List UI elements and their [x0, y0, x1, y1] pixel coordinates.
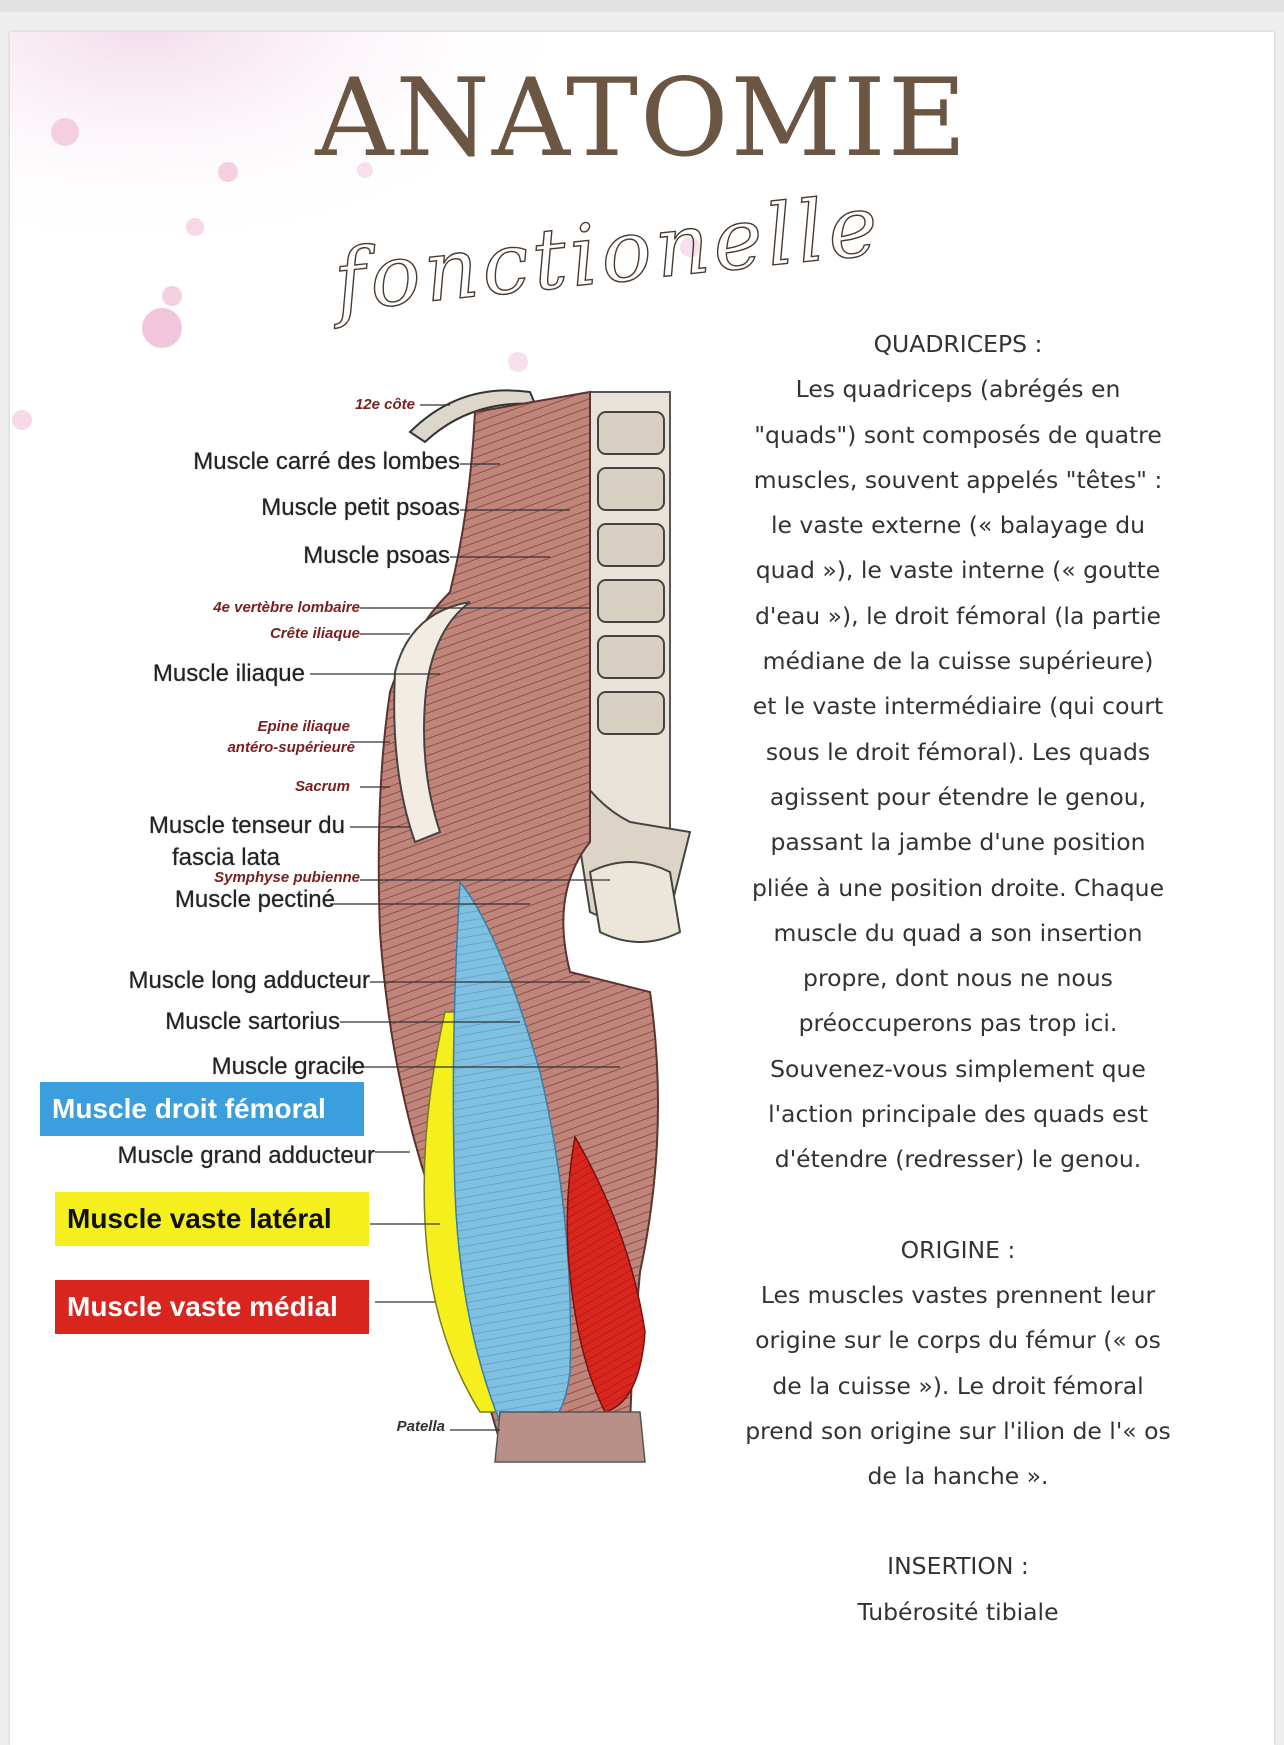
pubic-bone	[588, 861, 682, 943]
label-grand-adducteur: Muscle grand adducteur	[117, 1142, 375, 1169]
label-petit-psoas: Muscle petit psoas	[261, 494, 460, 521]
label-vertebre-lombaire: 4e vertèbre lombaire	[213, 599, 360, 616]
top-bar	[0, 0, 1284, 12]
watercolor-decoration	[10, 32, 700, 430]
origine-line: origine sur le corps du fémur (« os	[755, 1326, 1161, 1355]
quadriceps-heading: QUADRICEPS :	[873, 330, 1043, 358]
quadriceps-line: agissent pour étendre le genou,	[769, 782, 1147, 811]
droit-femoral-shape	[452, 880, 572, 1423]
badge-droit-femoral: Muscle droit fémoral	[40, 1082, 364, 1136]
label-carre-lombes: Muscle carré des lombes	[193, 448, 460, 475]
quadriceps-line: quad »), le vaste interne (« goutte	[755, 556, 1161, 585]
insertion-heading: INSERTION :	[887, 1552, 1029, 1581]
anatomy-figure: 12e côte Muscle carré des lombes Muscle …	[30, 372, 700, 1602]
origine-line: de la hanche ».	[867, 1462, 1049, 1491]
page-subtitle: fonctionelle	[323, 175, 890, 342]
label-symphyse-pubienne: Symphyse pubienne	[214, 869, 360, 886]
document-page: ANATOMIE fonctionelle	[10, 32, 1274, 1745]
quadriceps-line: médiane de la cuisse supérieure)	[762, 647, 1154, 676]
quadriceps-line: préoccuperons pas trop ici.	[798, 1009, 1118, 1038]
subtitle-text: fonctionelle	[330, 182, 886, 331]
label-12e-cote: 12e côte	[354, 396, 415, 413]
quadriceps-line: et le vaste intermédiaire (qui court	[752, 692, 1164, 721]
label-epine-iliaque: Epine iliaque	[257, 718, 350, 735]
quadriceps-line: l'action principale des quads est	[768, 1100, 1148, 1129]
iliac-crest	[393, 601, 471, 844]
quadriceps-line: le vaste externe (« balayage du	[770, 511, 1146, 540]
quadriceps-line: passant la jambe d'une position	[770, 828, 1146, 857]
quadriceps-line: muscles, souvent appelés "têtes" :	[753, 465, 1163, 494]
origine-heading: ORIGINE :	[900, 1235, 1016, 1264]
label-iliaque: Muscle iliaque	[152, 660, 305, 687]
label-sacrum: Sacrum	[294, 778, 350, 795]
page-title: ANATOMIE	[315, 56, 969, 181]
label-pectine: Muscle pectiné	[174, 886, 335, 913]
knee-shape	[494, 1411, 646, 1463]
quadriceps-line: Souvenez-vous simplement que	[770, 1054, 1146, 1083]
label-psoas: Muscle psoas	[303, 542, 450, 569]
quadriceps-line: "quads") sont composés de quatre	[754, 420, 1162, 449]
quadriceps-line: sous le droit fémoral). Les quads	[765, 737, 1151, 766]
origine-line: de la cuisse »). Le droit fémoral	[772, 1371, 1144, 1400]
quadriceps-line: muscle du quad a son insertion	[773, 918, 1143, 947]
origine-line: prend son origine sur l'ilion de l'« os	[745, 1416, 1171, 1445]
badge-vaste-lateral: Muscle vaste latéral	[55, 1192, 369, 1246]
badge-vaste-medial: Muscle vaste médial	[55, 1280, 369, 1334]
label-crete-iliaque: Crête iliaque	[269, 625, 360, 642]
label-long-adducteur: Muscle long adducteur	[128, 967, 370, 994]
label-gracile: Muscle gracile	[211, 1053, 365, 1080]
quadriceps-line: propre, dont nous ne nous	[803, 964, 1113, 993]
leader-lines	[310, 404, 620, 1431]
label-patella: Patella	[396, 1418, 445, 1435]
label-fascia-lata: fascia lata	[171, 844, 280, 871]
quadriceps-line: d'étendre (redresser) le genou.	[774, 1145, 1142, 1174]
label-tenseur-fascia: Muscle tenseur du	[148, 812, 345, 839]
origine-line: Les muscles vastes prennent leur	[760, 1280, 1156, 1309]
text-column: QUADRICEPS : Les quadriceps (abrégés en …	[718, 322, 1198, 1635]
quadriceps-line: Les quadriceps (abrégés en	[795, 375, 1121, 404]
insertion-text: Tubérosité tibiale	[857, 1597, 1059, 1626]
label-sartorius: Muscle sartorius	[165, 1008, 340, 1035]
quadriceps-line: pliée à une position droite. Chaque	[751, 873, 1165, 902]
anatomy-illustration	[310, 389, 692, 1463]
label-antero-superieure: antéro-supérieure	[227, 739, 355, 756]
quadriceps-line: d'eau »), le droit fémoral (la partie	[754, 601, 1161, 630]
